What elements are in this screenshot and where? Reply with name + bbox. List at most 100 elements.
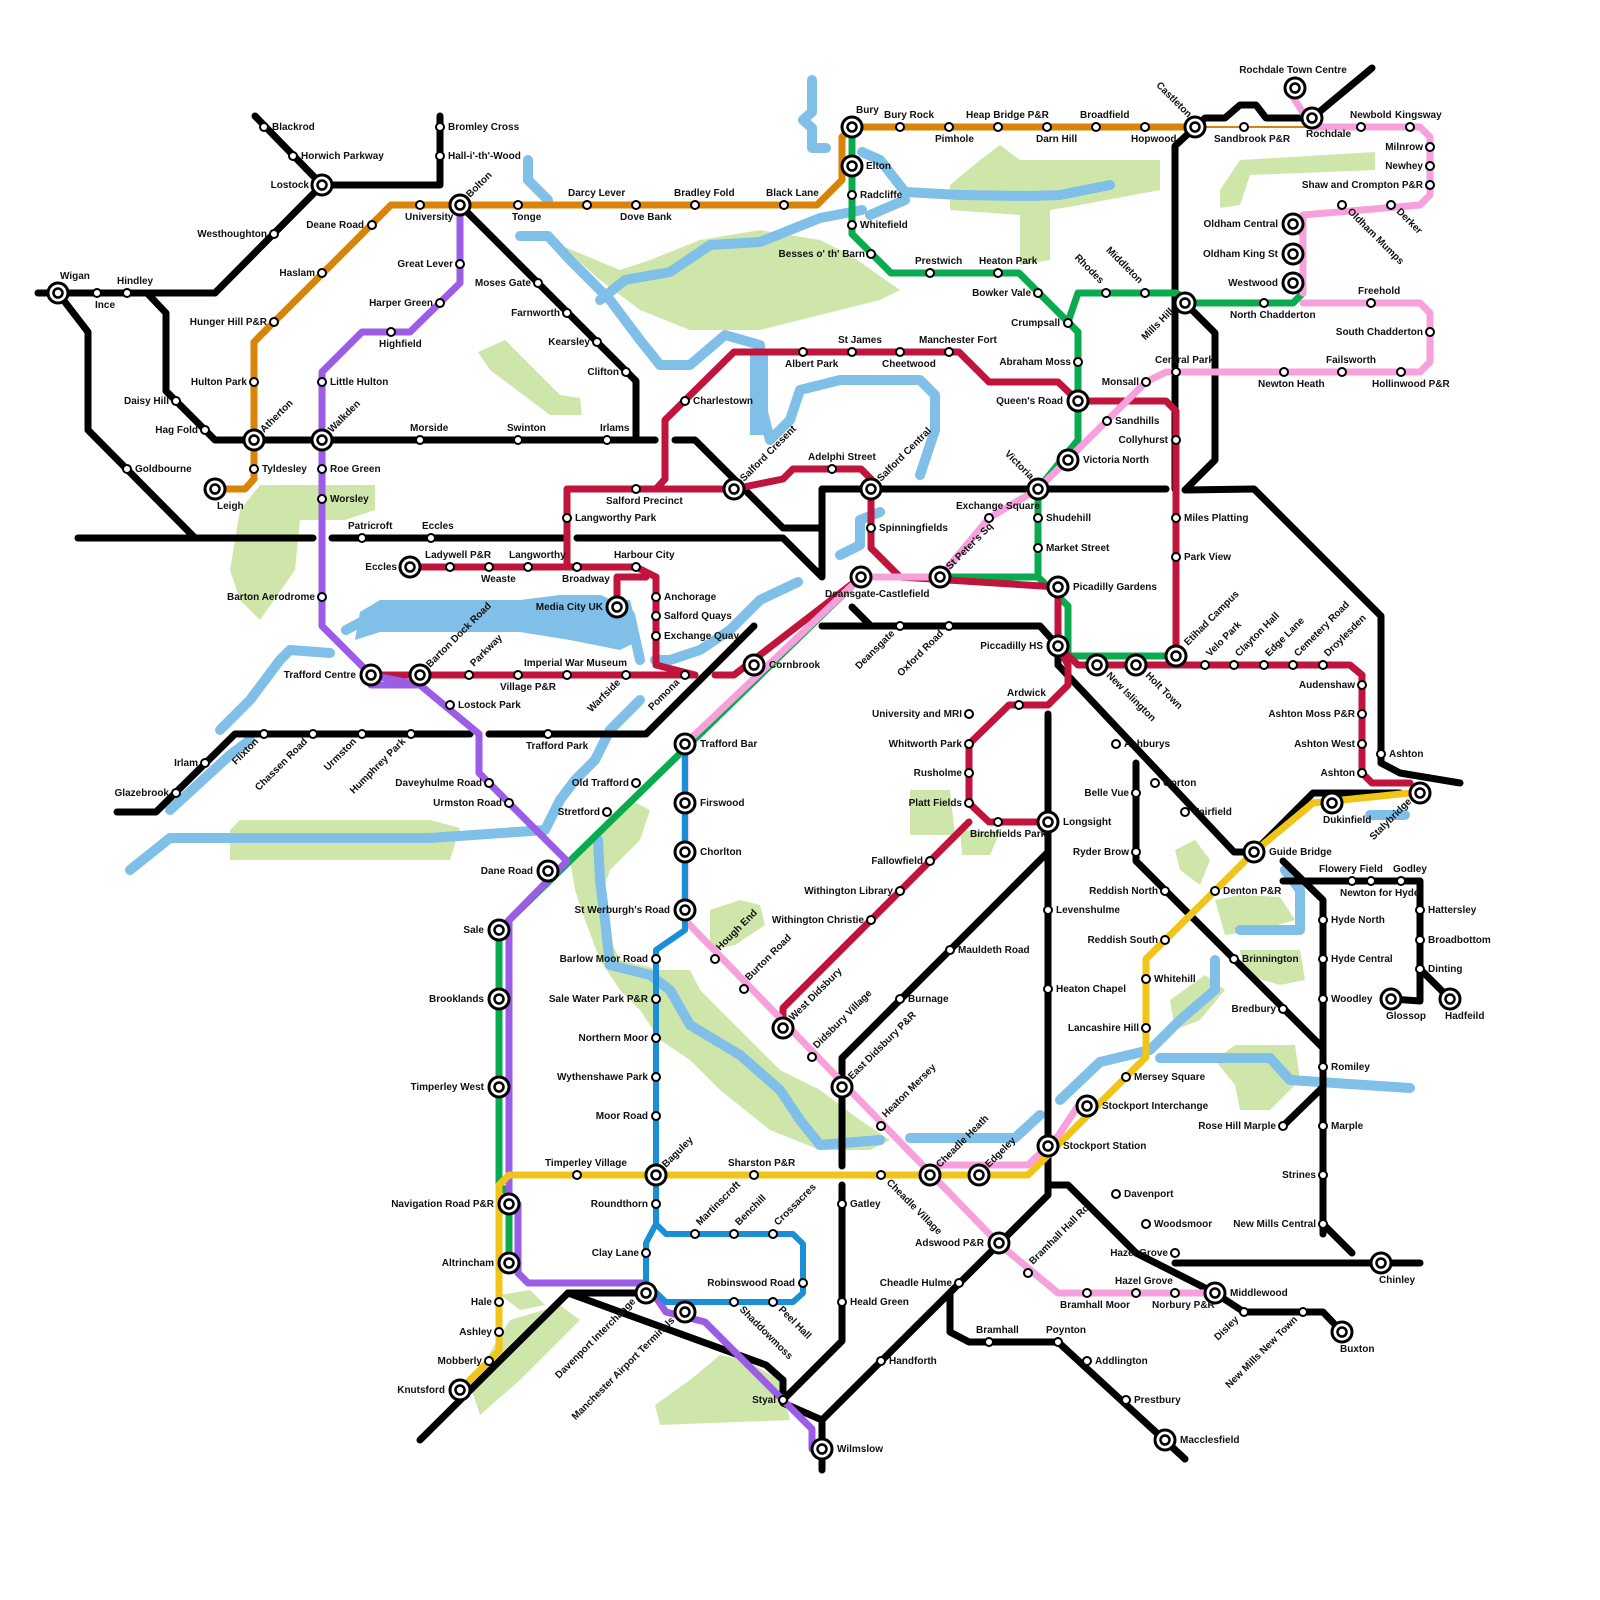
- station-marker[interactable]: [807, 1052, 817, 1062]
- station-marker[interactable]: [798, 1278, 808, 1288]
- station-marker[interactable]: [651, 954, 661, 964]
- station-marker[interactable]: [1141, 1023, 1151, 1033]
- station-marker[interactable]: [1075, 1094, 1099, 1118]
- station-marker[interactable]: [562, 513, 572, 523]
- station-marker[interactable]: [993, 817, 1003, 827]
- station-marker[interactable]: [1042, 122, 1052, 132]
- station-marker[interactable]: [1046, 634, 1070, 658]
- station-marker[interactable]: [1053, 1337, 1063, 1347]
- station-marker[interactable]: [484, 1356, 494, 1366]
- station-marker[interactable]: [408, 663, 432, 687]
- station-marker[interactable]: [171, 396, 181, 406]
- station-marker[interactable]: [1082, 1356, 1092, 1366]
- station-marker[interactable]: [859, 477, 883, 501]
- station-marker[interactable]: [1259, 660, 1269, 670]
- station-marker[interactable]: [631, 778, 641, 788]
- station-marker[interactable]: [1203, 1281, 1227, 1305]
- station-marker[interactable]: [242, 428, 266, 452]
- station-marker[interactable]: [602, 807, 612, 817]
- station-marker[interactable]: [513, 200, 523, 210]
- station-marker[interactable]: [1026, 477, 1050, 501]
- station-marker[interactable]: [1281, 242, 1305, 266]
- station-marker[interactable]: [1415, 935, 1425, 945]
- station-marker[interactable]: [533, 278, 543, 288]
- station-marker[interactable]: [631, 562, 641, 572]
- station-marker[interactable]: [1242, 840, 1266, 864]
- station-marker[interactable]: [1396, 876, 1406, 886]
- station-marker[interactable]: [1278, 1121, 1288, 1131]
- station-marker[interactable]: [742, 653, 766, 677]
- station-marker[interactable]: [317, 592, 327, 602]
- station-marker[interactable]: [749, 1170, 759, 1180]
- station-marker[interactable]: [1318, 1219, 1328, 1229]
- station-marker[interactable]: [1425, 327, 1435, 337]
- station-marker[interactable]: [1357, 768, 1367, 778]
- station-marker[interactable]: [840, 115, 864, 139]
- station-marker[interactable]: [722, 477, 746, 501]
- station-marker[interactable]: [203, 477, 227, 501]
- station-marker[interactable]: [621, 367, 631, 377]
- station-marker[interactable]: [1141, 974, 1151, 984]
- station-marker[interactable]: [445, 562, 455, 572]
- station-marker[interactable]: [497, 1251, 521, 1275]
- station-marker[interactable]: [1180, 807, 1190, 817]
- station-marker[interactable]: [993, 268, 1003, 278]
- station-marker[interactable]: [1056, 448, 1080, 472]
- station-marker[interactable]: [1356, 122, 1366, 132]
- station-marker[interactable]: [415, 435, 425, 445]
- station-marker[interactable]: [651, 611, 661, 621]
- station-marker[interactable]: [673, 898, 697, 922]
- station-marker[interactable]: [1337, 200, 1347, 210]
- station-marker[interactable]: [1318, 660, 1328, 670]
- station-marker[interactable]: [651, 631, 661, 641]
- station-marker[interactable]: [1239, 122, 1249, 132]
- station-marker[interactable]: [487, 987, 511, 1011]
- station-marker[interactable]: [945, 945, 955, 955]
- station-marker[interactable]: [1283, 76, 1307, 100]
- station-marker[interactable]: [651, 592, 661, 602]
- station-marker[interactable]: [562, 670, 572, 680]
- station-marker[interactable]: [1229, 660, 1239, 670]
- station-marker[interactable]: [487, 1075, 511, 1099]
- station-marker[interactable]: [543, 729, 553, 739]
- station-marker[interactable]: [1318, 994, 1328, 1004]
- station-marker[interactable]: [200, 425, 210, 435]
- station-marker[interactable]: [798, 347, 808, 357]
- station-marker[interactable]: [1366, 298, 1376, 308]
- station-marker[interactable]: [1101, 288, 1111, 298]
- station-marker[interactable]: [847, 190, 857, 200]
- station-marker[interactable]: [494, 1297, 504, 1307]
- station-marker[interactable]: [876, 1356, 886, 1366]
- station-marker[interactable]: [317, 268, 327, 278]
- station-marker[interactable]: [1396, 367, 1406, 377]
- station-marker[interactable]: [1357, 709, 1367, 719]
- station-marker[interactable]: [1170, 1248, 1180, 1258]
- station-marker[interactable]: [631, 200, 641, 210]
- station-marker[interactable]: [310, 173, 334, 197]
- station-marker[interactable]: [925, 268, 935, 278]
- station-marker[interactable]: [1357, 739, 1367, 749]
- station-marker[interactable]: [415, 200, 425, 210]
- station-marker[interactable]: [1288, 660, 1298, 670]
- station-marker[interactable]: [464, 670, 474, 680]
- station-marker[interactable]: [523, 562, 533, 572]
- station-marker[interactable]: [827, 464, 837, 474]
- station-marker[interactable]: [1121, 1395, 1131, 1405]
- station-marker[interactable]: [1160, 886, 1170, 896]
- station-marker[interactable]: [1438, 987, 1462, 1011]
- station-marker[interactable]: [1366, 876, 1376, 886]
- station-marker[interactable]: [122, 464, 132, 474]
- station-marker[interactable]: [494, 1327, 504, 1337]
- station-marker[interactable]: [1171, 435, 1181, 445]
- station-marker[interactable]: [1046, 575, 1070, 599]
- station-marker[interactable]: [445, 700, 455, 710]
- station-marker[interactable]: [426, 533, 436, 543]
- station-marker[interactable]: [484, 778, 494, 788]
- station-marker[interactable]: [1239, 1307, 1249, 1317]
- station-marker[interactable]: [944, 621, 954, 631]
- station-marker[interactable]: [1140, 288, 1150, 298]
- station-marker[interactable]: [1281, 271, 1305, 295]
- station-marker[interactable]: [944, 122, 954, 132]
- station-marker[interactable]: [1347, 876, 1357, 886]
- station-marker[interactable]: [925, 856, 935, 866]
